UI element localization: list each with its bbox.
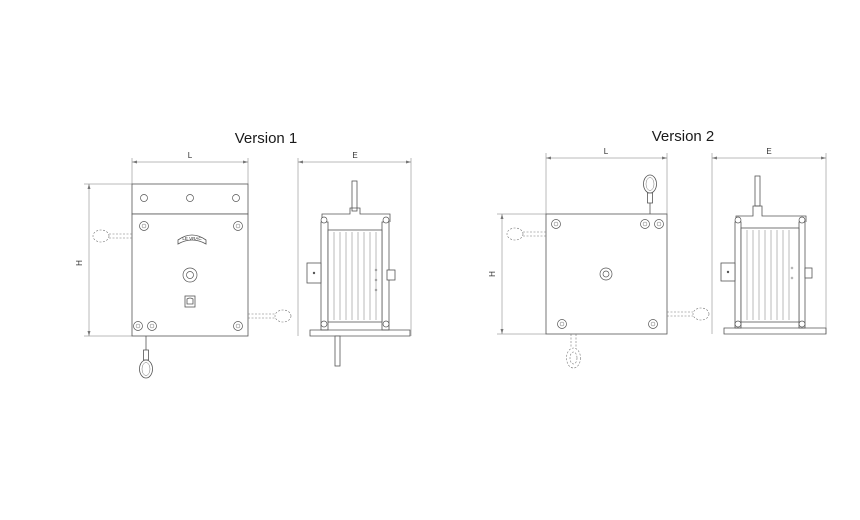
v1-dimension-e: E [352, 151, 357, 160]
v2-dimension-h: H [488, 271, 497, 277]
v2-dimension-e: E [766, 147, 771, 156]
v1-left-eye-dashed [92, 229, 132, 243]
v2-top-cable-eye [643, 174, 657, 214]
v1-logo-plate [177, 234, 207, 245]
v1-cable-drum [327, 229, 383, 323]
v1-logo-text: LE VRAC [182, 236, 202, 241]
title-version-2: Version 2 [652, 128, 715, 145]
v2-right-eye-dashed [667, 307, 710, 321]
v2-dimension-l: L [604, 147, 609, 156]
v1-dimension-l: L [188, 151, 193, 160]
v2-left-eye-dashed [506, 227, 546, 241]
v1-dimension-h: H [75, 260, 84, 266]
v2-front-view: L H [488, 147, 710, 369]
v1-right-eye-dashed [248, 309, 292, 323]
v2-side-view: E [711, 147, 827, 335]
v2-bottom-eye-dashed [566, 334, 581, 369]
v2-cable-drum [740, 227, 800, 323]
v1-bottom-cable-eye [139, 336, 153, 379]
v1-front-view: L H LE VRAC [75, 151, 292, 379]
v1-side-view: E [297, 151, 412, 367]
title-version-1: Version 1 [235, 130, 298, 147]
